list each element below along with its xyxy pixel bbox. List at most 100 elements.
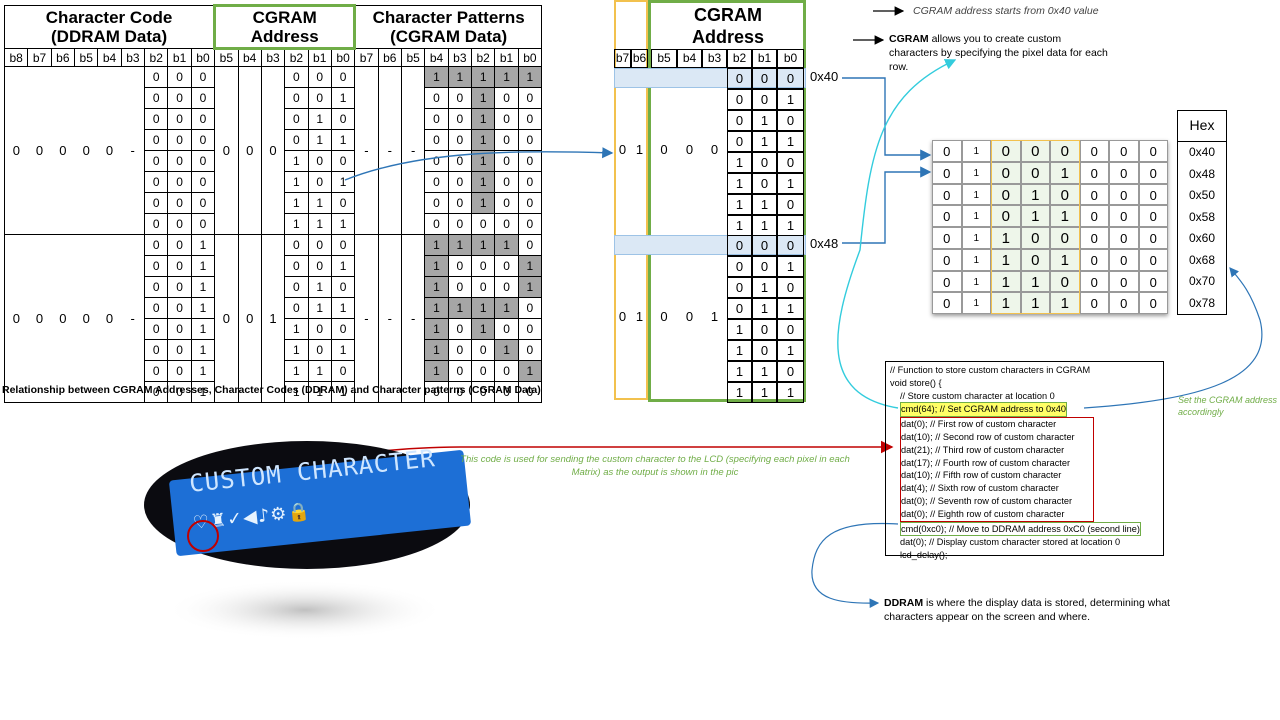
hex-value: 0x78 — [1188, 295, 1216, 310]
cgram-low-bit: 1 — [727, 319, 752, 340]
matrix-cell: 0 — [1079, 205, 1109, 227]
matrix-cell: 0 — [1109, 248, 1139, 271]
matrix-cell: 0 — [932, 227, 962, 249]
cgram-low-bit: 1 — [727, 340, 752, 361]
pattern-bit: 0 — [447, 381, 473, 403]
cgram-address-label: 0x48 — [810, 236, 839, 251]
pattern-bit: 0 — [447, 192, 473, 214]
cgram-low-bit: 1 — [727, 361, 752, 382]
code-line: dat(10); // Second row of custom charact… — [900, 430, 1094, 444]
matrix-cell: 0 — [1079, 161, 1109, 184]
note-cgram-bold: CGRAM — [889, 33, 929, 45]
code-line: dat(10); // Fifth row of custom characte… — [900, 469, 1094, 483]
cgram-low-bit: 0 — [752, 152, 777, 173]
arrow-cmd-c0-to-ddram — [811, 522, 899, 609]
matrix-cell: 0 — [1079, 183, 1109, 206]
bit-label-11: b3 — [260, 48, 286, 67]
char-code-low-bit: 1 — [190, 255, 216, 277]
pattern-bit: 1 — [517, 276, 543, 298]
cgram-high-bit: 1 — [635, 309, 644, 324]
matrix-cell: 0 — [1020, 227, 1050, 249]
matrix-cell: 0 — [932, 248, 962, 271]
cgram-low-bit: 0 — [777, 235, 804, 256]
cgram-low-bit: 0 — [752, 256, 777, 277]
bit-label-1: b7 — [27, 48, 52, 67]
char-code-low-bit: 0 — [190, 129, 216, 151]
header-cgram-address-line2: Address — [250, 27, 319, 46]
cgram-low-bit: 1 — [752, 298, 777, 319]
pattern-bit: 1 — [424, 297, 449, 319]
pattern-bit: 1 — [471, 318, 496, 340]
cgram-low-bit: 1 — [727, 382, 752, 403]
pattern-bit: 1 — [471, 129, 496, 151]
matrix-cell: 1 — [961, 248, 991, 271]
note-lcd-code: This code is used for sending the custom… — [460, 454, 850, 478]
cgram-bit-header-b2: b2 — [727, 49, 752, 68]
matrix-cell: 1 — [961, 292, 991, 314]
cgram-low-bit: 1 — [752, 194, 777, 215]
pattern-bit: 1 — [471, 150, 496, 172]
char-code-low-bit: 1 — [190, 381, 216, 403]
matrix-cell: 0 — [1109, 161, 1139, 184]
char-code-high-bit: 0 — [51, 234, 75, 403]
matrix-cell: 1 — [961, 140, 991, 162]
cgram-low-bit: 0 — [727, 256, 752, 277]
code-line: lcd_delay(); — [900, 550, 948, 561]
matrix-cell: 0 — [1138, 205, 1168, 227]
pattern-bit: 0 — [424, 150, 449, 172]
pattern-bit: 1 — [517, 360, 543, 382]
bit-label-14: b0 — [330, 48, 356, 67]
matrix-cell: 1 — [1020, 183, 1050, 206]
pattern-bit: 1 — [424, 339, 449, 361]
hex-value: 0x70 — [1188, 274, 1216, 288]
matrix-cell: 1 — [961, 161, 991, 184]
cgram-low-bit: 1 — [777, 131, 804, 152]
cgram-b7-b6-outline — [614, 0, 648, 400]
bit-label-18: b4 — [424, 48, 449, 67]
cgram-high-bit: 1 — [635, 142, 644, 157]
matrix-cell: 0 — [1109, 205, 1139, 227]
pattern-bit: 1 — [424, 276, 449, 298]
pattern-bit: 0 — [447, 87, 473, 109]
matrix-cell: 0 — [932, 183, 962, 206]
code-line: cmd(0xc0); // Move to DDRAM address 0xC0… — [900, 521, 1141, 537]
cgram-title-line2: Address — [691, 27, 765, 47]
char-code-high-bit: 0 — [27, 234, 52, 403]
code-line: // Store custom character at location 0 — [900, 390, 1055, 401]
table-caption: Relationship between CGRAM Addresses, Ch… — [2, 384, 541, 396]
matrix-cell: 0 — [932, 161, 962, 184]
pattern-bit: 0 — [517, 381, 543, 403]
cgram-low-bit: 0 — [727, 68, 752, 89]
cgram-low-bit: 0 — [284, 297, 309, 319]
pattern-bit: 0 — [424, 108, 449, 130]
matrix-cell: 1 — [1020, 205, 1050, 227]
note-cgram-text: allows you to create custom characters b… — [889, 33, 1108, 73]
cgram-high-bit: 0 — [237, 234, 262, 403]
bit-label-10: b4 — [237, 48, 262, 67]
hex-value: 0x40 — [1188, 145, 1216, 159]
cgram-high-bit: 0 — [618, 142, 627, 157]
pattern-bit: 1 — [471, 66, 496, 88]
cgram-low-bit: 0 — [727, 277, 752, 298]
matrix-cell: 0 — [1138, 292, 1168, 314]
matrix-cell: 0 — [1079, 227, 1109, 249]
matrix-cell: 0 — [932, 205, 962, 227]
header-character-code-line2: (DDRAM Data) — [51, 27, 168, 46]
bit-label-12: b2 — [284, 48, 309, 67]
matrix-cell: 1 — [961, 205, 991, 227]
cgram-low-bit: 1 — [307, 381, 332, 403]
pattern-bit: 1 — [471, 297, 496, 319]
matrix-cell: 0 — [1138, 140, 1168, 162]
cgram-low-bit: 0 — [284, 276, 309, 298]
cgram-row-highlight — [614, 235, 806, 255]
hex-value: 0x58 — [1188, 209, 1216, 224]
bit-label-21: b1 — [494, 48, 519, 67]
char-code-low-bit: 0 — [190, 150, 216, 172]
matrix-cell: 0 — [1109, 183, 1139, 206]
